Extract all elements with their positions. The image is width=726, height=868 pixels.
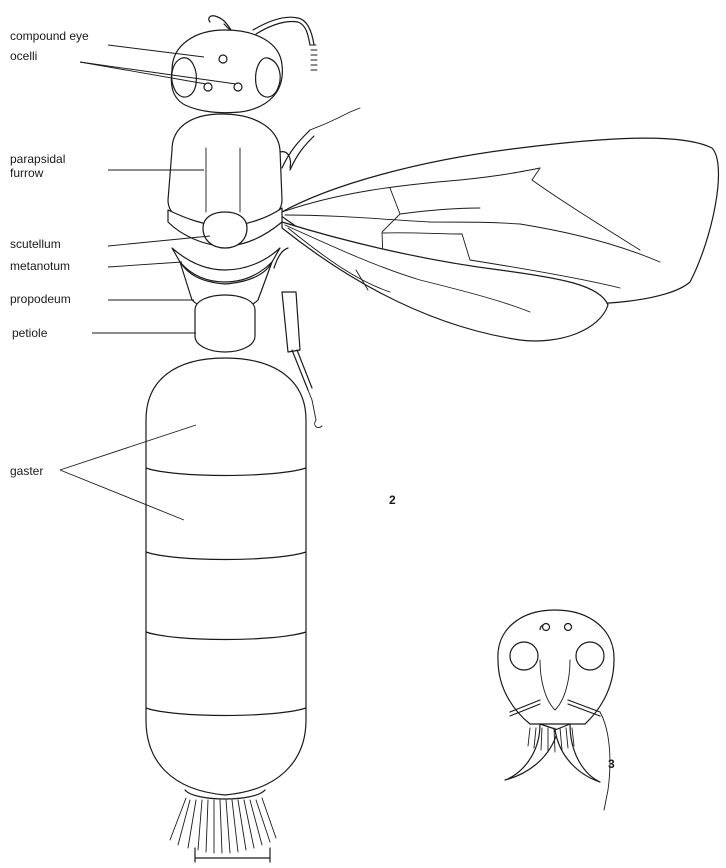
compound-eye-right	[256, 58, 281, 97]
thorax	[168, 114, 291, 312]
gaster-terminal-bristles	[170, 798, 276, 853]
label-gaster: gaster	[10, 464, 43, 478]
wasp-dorsal-view	[146, 16, 718, 853]
figure-number-2: 2	[389, 493, 396, 507]
label-propodeum: propodeum	[10, 292, 71, 306]
label-parapsidal: parapsidal	[10, 152, 65, 166]
figure-number-3: 3	[608, 757, 615, 771]
compound-eye-right-frontal	[576, 642, 604, 670]
compound-eye-left	[172, 58, 197, 97]
label-ocelli: ocelli	[10, 49, 37, 63]
petiole	[195, 295, 255, 352]
head-frontal-view	[498, 610, 614, 810]
label-compound-eye: compound eye	[10, 29, 89, 43]
scutellum	[203, 212, 247, 248]
label-metanotum: metanotum	[10, 259, 70, 273]
compound-eye-left-frontal	[510, 642, 538, 670]
ocellus-median	[219, 55, 227, 63]
label-petiole: petiole	[12, 326, 48, 340]
mandible-left	[505, 724, 558, 780]
label-furrow: furrow	[10, 166, 44, 180]
mandible-right	[555, 724, 600, 782]
head	[171, 30, 282, 113]
label-scutellum: scutellum	[10, 237, 61, 251]
gaster	[146, 358, 306, 853]
